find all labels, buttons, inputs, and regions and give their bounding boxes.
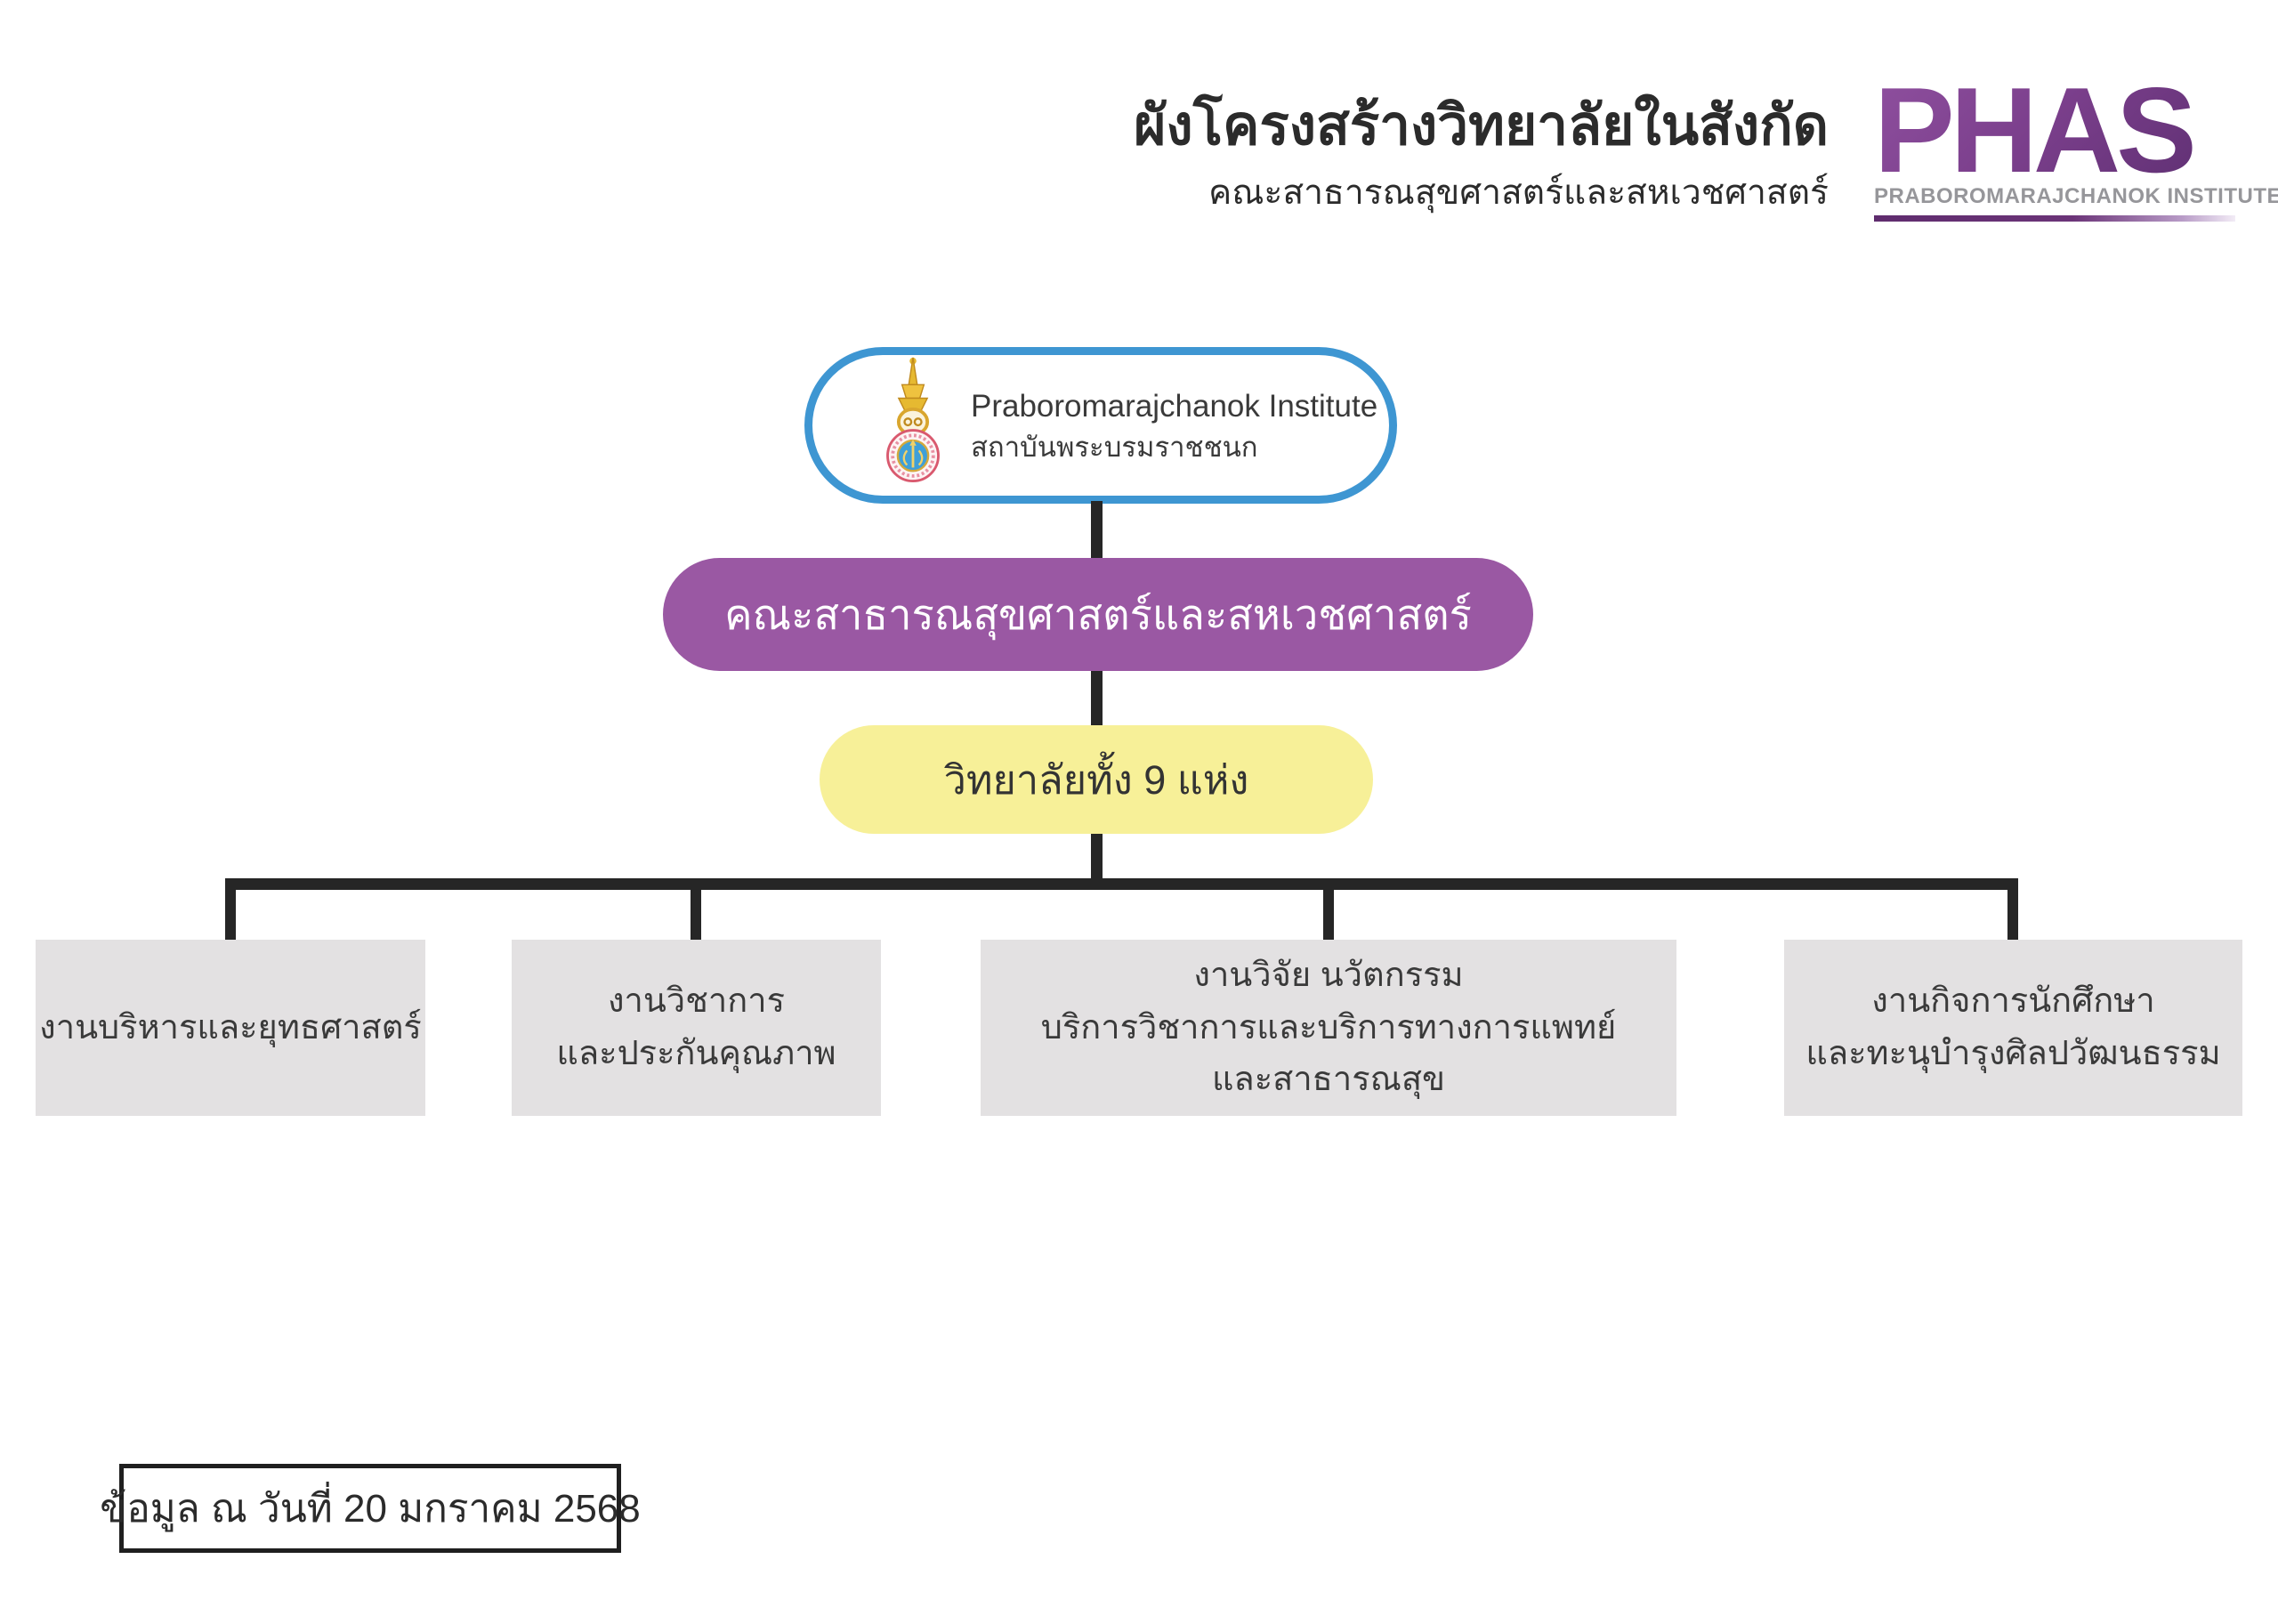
connector-stub-branch-4: [2007, 889, 2018, 941]
page-title-line1: ผังโครงสร้างวิทยาลัยในสังกัด: [1134, 95, 1829, 157]
phas-logo-subtext: PRABOROMARAJCHANOK INSTITUTE: [1874, 183, 2278, 208]
connector-stub-branch-1: [225, 889, 236, 941]
node-faculty: คณะสาธารณสุขศาสตร์และสหเวชศาสตร์: [663, 558, 1533, 671]
connector-institute-faculty: [1091, 501, 1103, 560]
branch-research-innovation-services: งานวิจัย นวัตกรรม บริการวิชาการและบริการ…: [981, 940, 1676, 1116]
connector-colleges-bar: [1091, 832, 1103, 880]
phas-logo: PHAS PRABOROMARAJCHANOK INSTITUTE: [1874, 69, 2278, 222]
branch-academic-quality: งานวิชาการ และประกันคุณภาพ: [512, 940, 881, 1116]
page-title-line2: คณะสาธารณสุขศาสตร์และสหเวชศาสตร์: [1208, 174, 1829, 213]
institute-name-th: สถาบันพระบรมราชชนก: [971, 431, 1258, 463]
connector-horizontal-bar: [225, 878, 2018, 890]
connector-stub-branch-3: [1323, 889, 1334, 941]
page-title: ผังโครงสร้างวิทยาลัยในสังกัด คณะสาธารณสุ…: [1134, 94, 1829, 220]
branch-administration-strategy: งานบริหารและยุทธศาสตร์: [36, 940, 425, 1116]
phas-logo-acronym: PHAS: [1874, 69, 2235, 190]
connector-faculty-colleges: [1091, 669, 1103, 727]
node-institute: Praboromarajchanok Institute สถาบันพระบร…: [804, 347, 1397, 504]
institute-name-en: Praboromarajchanok Institute: [971, 388, 1378, 424]
connector-stub-branch-2: [691, 889, 701, 941]
node-institute-label: Praboromarajchanok Institute สถาบันพระบร…: [971, 384, 1377, 466]
phas-logo-underline: [1874, 214, 2235, 222]
node-colleges: วิทยาลัยทั้ง 9 แห่ง: [820, 725, 1373, 834]
data-as-of-box: ข้อมูล ณ วันที่ 20 มกราคม 2568: [100, 1464, 641, 1553]
branch-student-affairs-culture: งานกิจการนักศึกษา และทะนุบำรุงศิลปวัฒนธร…: [1784, 940, 2242, 1116]
institute-emblem-icon: [878, 356, 948, 496]
